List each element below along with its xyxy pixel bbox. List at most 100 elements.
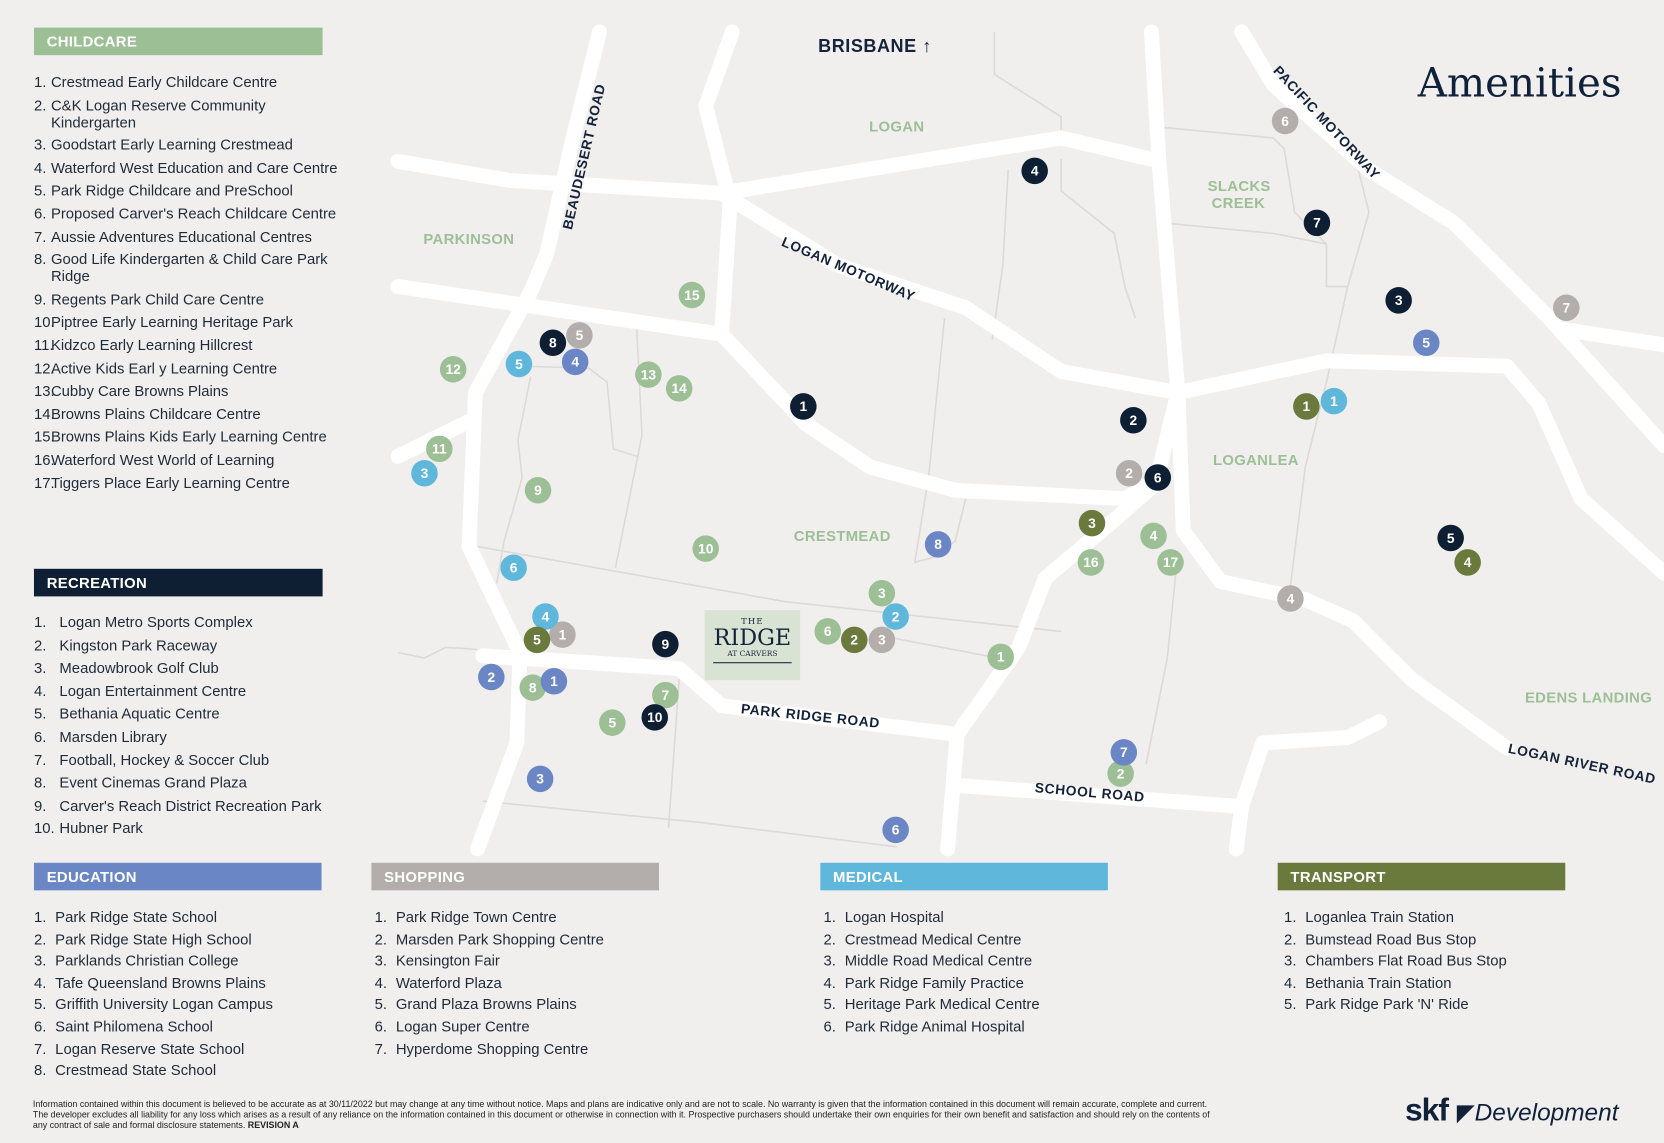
- item-label: Saint Philomena School: [55, 1017, 213, 1035]
- transport-marker-1[interactable]: 1: [1293, 393, 1320, 420]
- logo-the: THE: [741, 616, 764, 627]
- medical-marker-2[interactable]: 2: [882, 603, 909, 630]
- item-label: Park Ridge Childcare and PreSchool: [50, 181, 293, 199]
- item-number: 8.: [33, 773, 47, 791]
- item-label: Heritage Park Medical Centre: [844, 995, 1040, 1013]
- shopping-marker-2[interactable]: 2: [1115, 460, 1143, 487]
- item-number: 2.: [1284, 930, 1297, 948]
- childcare-marker-1[interactable]: 1: [987, 643, 1014, 671]
- transport-list-item: 3.Chambers Flat Road Bus Stop: [1284, 952, 1602, 969]
- transport-marker-4[interactable]: 4: [1454, 549, 1481, 576]
- shopping-list-item: 7.Hyperdome Shopping Centre: [375, 1040, 693, 1057]
- item-label: Park Ridge Animal Hospital: [844, 1017, 1025, 1035]
- item-number: 10.: [33, 819, 55, 837]
- item-label: Bethania Train Station: [1305, 973, 1452, 991]
- item-label: Tafe Queensland Browns Plains: [55, 973, 266, 991]
- item-label: Marsden Park Shopping Centre: [395, 930, 604, 948]
- shopping-list-item: 6.Logan Super Centre: [375, 1018, 693, 1035]
- childcare-marker-9[interactable]: 9: [524, 477, 552, 504]
- childcare-marker-4[interactable]: 4: [1140, 522, 1167, 550]
- recreation-marker-8[interactable]: 8: [539, 329, 567, 357]
- education-marker-3[interactable]: 3: [526, 765, 554, 793]
- recreation-marker-4[interactable]: 4: [1021, 157, 1048, 185]
- item-label: Logan Hospital: [844, 908, 944, 926]
- education-marker-2[interactable]: 2: [478, 663, 505, 691]
- education-marker-7[interactable]: 7: [1110, 739, 1138, 766]
- childcare-marker-5[interactable]: 5: [599, 709, 626, 736]
- education-list-item: 7.Logan Reserve State School: [34, 1040, 352, 1057]
- childcare-marker-7[interactable]: 7: [652, 681, 679, 709]
- shopping-marker-5[interactable]: 5: [566, 322, 593, 349]
- item-label: Regents Park Child Care Centre: [50, 290, 264, 308]
- item-label: Waterford West Education and Care Centre: [50, 158, 338, 176]
- suburb-edens-landing: EDENS LANDING: [1524, 688, 1653, 706]
- education-marker-6[interactable]: 6: [882, 816, 909, 844]
- recreation-list-item: 1.Logan Metro Sports Complex: [34, 613, 352, 630]
- medical-marker-6[interactable]: 6: [500, 554, 527, 582]
- medical-marker-3[interactable]: 3: [411, 460, 438, 487]
- recreation-marker-1[interactable]: 1: [790, 393, 817, 420]
- medical-marker-1[interactable]: 1: [1320, 387, 1348, 415]
- shopping-list-item: 2.Marsden Park Shopping Centre: [375, 930, 693, 947]
- item-label: Waterford West World of Learning: [50, 450, 275, 468]
- item-number: 5.: [374, 995, 388, 1013]
- childcare-marker-10[interactable]: 10: [692, 535, 719, 562]
- shopping-marker-4[interactable]: 4: [1277, 585, 1304, 612]
- item-number: 7.: [33, 227, 47, 245]
- childcare-marker-15[interactable]: 15: [678, 281, 706, 309]
- childcare-marker-11[interactable]: 11: [426, 435, 453, 463]
- transport-marker-3[interactable]: 3: [1078, 509, 1106, 537]
- education-list-item: 1.Park Ridge State School: [34, 908, 352, 925]
- recreation-marker-10[interactable]: 10: [641, 704, 669, 731]
- transport-marker-2[interactable]: 2: [841, 626, 868, 654]
- recreation-marker-9[interactable]: 9: [652, 630, 679, 658]
- recreation-marker-7[interactable]: 7: [1303, 209, 1331, 237]
- education-marker-1[interactable]: 1: [540, 668, 568, 695]
- shopping-marker-3[interactable]: 3: [868, 626, 896, 654]
- item-number: 13.: [33, 382, 55, 400]
- education-marker-8[interactable]: 8: [924, 531, 952, 558]
- recreation-marker-5[interactable]: 5: [1437, 524, 1464, 552]
- shopping-marker-7[interactable]: 7: [1553, 294, 1580, 322]
- item-label: Logan Entertainment Centre: [59, 682, 247, 700]
- education-marker-5[interactable]: 5: [1412, 329, 1440, 357]
- item-number: 12.: [33, 359, 55, 377]
- medical-list-item: 4.Park Ridge Family Practice: [823, 974, 1141, 991]
- childcare-marker-12[interactable]: 12: [439, 356, 467, 383]
- transport-list-item: 1.Loganlea Train Station: [1284, 908, 1602, 925]
- item-number: 9.: [33, 290, 47, 308]
- item-number: 9.: [33, 796, 47, 814]
- recreation-marker-2[interactable]: 2: [1120, 406, 1147, 434]
- recreation-marker-3[interactable]: 3: [1385, 287, 1412, 314]
- childcare-marker-3[interactable]: 3: [868, 579, 896, 607]
- item-number: 11.: [33, 336, 54, 354]
- item-number: 3.: [823, 952, 836, 970]
- shopping-marker-6[interactable]: 6: [1271, 107, 1299, 135]
- childcare-list-item: 5.Park Ridge Childcare and PreSchool: [34, 182, 342, 199]
- childcare-marker-6[interactable]: 6: [814, 618, 842, 645]
- recreation-list-item: 8.Event Cinemas Grand Plaza: [34, 774, 352, 791]
- recreation-list-item: 5.Bethania Aquatic Centre: [34, 705, 352, 722]
- childcare-marker-16[interactable]: 16: [1077, 549, 1105, 576]
- childcare-marker-14[interactable]: 14: [665, 375, 693, 402]
- education-marker-4[interactable]: 4: [561, 348, 589, 376]
- childcare-list-item: 6.Proposed Carver's Reach Childcare Cent…: [34, 205, 342, 222]
- item-number: 5.: [1284, 995, 1297, 1013]
- education-list-item: 8.Crestmead State School: [34, 1061, 352, 1078]
- medical-marker-5[interactable]: 5: [505, 350, 533, 378]
- recreation-marker-6[interactable]: 6: [1144, 464, 1172, 491]
- medical-list-item: 5.Heritage Park Medical Centre: [823, 996, 1141, 1013]
- transport-header: TRANSPORT: [1277, 862, 1566, 891]
- childcare-marker-17[interactable]: 17: [1157, 549, 1184, 576]
- medical-marker-4[interactable]: 4: [532, 603, 559, 630]
- transport-marker-5[interactable]: 5: [523, 626, 551, 654]
- logo-flag-icon: ◤: [1456, 1099, 1475, 1126]
- childcare-list-item: 2.C&K Logan Reserve Community Kindergart…: [34, 96, 342, 130]
- childcare-marker-13[interactable]: 13: [635, 361, 662, 388]
- childcare-list-item: 14.Browns Plains Childcare Centre: [34, 405, 342, 422]
- item-label: Good Life Kindergarten & Child Care Park…: [50, 250, 328, 285]
- item-number: 8.: [33, 250, 47, 268]
